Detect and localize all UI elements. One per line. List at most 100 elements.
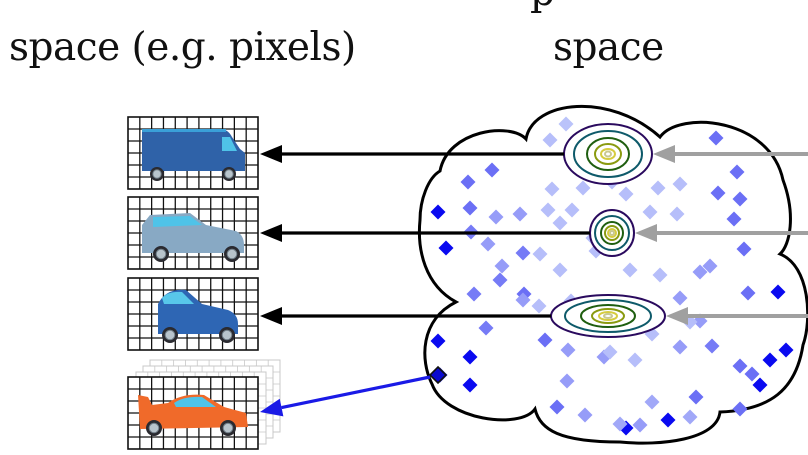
contour-ring <box>580 304 636 328</box>
latent-point <box>702 258 718 274</box>
contour-ring <box>607 228 617 238</box>
hubcap-icon <box>164 329 176 341</box>
image-sportscar <box>127 359 281 450</box>
latent-point <box>622 262 638 278</box>
latent-point <box>672 176 688 192</box>
latent-point <box>466 286 482 302</box>
latent-point <box>682 409 698 425</box>
arrowhead-icon <box>666 307 688 325</box>
latent-point <box>575 180 591 196</box>
latent-point <box>732 401 748 417</box>
image-hatchback <box>127 277 259 351</box>
contour-ring <box>600 148 616 160</box>
hubcap-icon <box>224 169 234 179</box>
contour-ring <box>563 123 653 185</box>
latent-point <box>515 292 531 308</box>
arrowhead-icon <box>260 145 282 163</box>
latent-space-caption: space <box>553 25 664 70</box>
latent-point <box>560 342 576 358</box>
latent-point <box>462 200 478 216</box>
latent-point <box>438 240 454 256</box>
latent-point <box>544 181 560 197</box>
hubcap-icon <box>155 248 167 260</box>
latent-point <box>540 202 556 218</box>
image-van <box>127 116 259 190</box>
contour-ring <box>594 215 630 251</box>
hubcap-icon <box>226 248 238 260</box>
latent-point <box>512 206 528 222</box>
image-grids <box>127 116 281 450</box>
latent-point <box>770 284 786 300</box>
hatchback-window <box>162 291 194 304</box>
contour-ring <box>573 130 643 178</box>
latent-point <box>644 394 660 410</box>
latent-point <box>531 298 547 314</box>
latent-point <box>515 245 531 261</box>
latent-point <box>652 267 668 283</box>
latent-point <box>577 407 593 423</box>
latent-point <box>542 132 558 148</box>
arrowhead-icon <box>653 145 675 163</box>
latent-point <box>740 285 756 301</box>
latent-point <box>558 116 574 132</box>
arrowhead-icon <box>260 224 282 242</box>
latent-point <box>494 258 510 274</box>
latent-point <box>692 264 708 280</box>
blue-arrow <box>260 375 431 417</box>
latent-point <box>632 417 648 433</box>
latent-point <box>688 389 704 405</box>
latent-point <box>660 412 676 428</box>
latent-point <box>552 215 568 231</box>
latent-point <box>729 164 745 180</box>
latent-point <box>650 180 666 196</box>
latent-point <box>744 366 760 382</box>
latent-point <box>778 342 794 358</box>
contour-ring <box>604 225 620 241</box>
gray-arrow-2 <box>635 224 808 242</box>
latent-point <box>752 377 768 393</box>
hubcap-icon <box>222 422 234 434</box>
latent-point <box>710 185 726 201</box>
gaussian-component-1 <box>563 123 653 185</box>
latent-point <box>708 130 724 146</box>
contour-ring <box>604 150 612 158</box>
latent-point <box>618 186 634 202</box>
latent-point <box>488 209 504 225</box>
input-space-caption: space (e.g. pixels) <box>9 25 356 70</box>
contour-ring <box>550 294 666 338</box>
sportscar-icon <box>138 394 248 429</box>
cut-caption-glyph: p <box>530 0 555 12</box>
gaussian-component-3 <box>550 294 666 338</box>
contour-ring <box>564 299 652 333</box>
hubcap-icon <box>148 422 160 434</box>
latent-point <box>549 399 565 415</box>
latent-point <box>480 236 496 252</box>
contour-ring <box>603 313 613 319</box>
black-arrow-1 <box>260 145 564 163</box>
image-suv <box>127 196 259 270</box>
gray-arrow-3 <box>666 307 808 325</box>
latent-point <box>532 246 548 262</box>
contour-ring <box>594 143 622 165</box>
latent-point <box>478 320 494 336</box>
sportscar-window <box>174 396 216 407</box>
latent-point <box>430 204 446 220</box>
latent-space-cloud <box>417 105 808 445</box>
arrow-shaft <box>281 375 431 410</box>
sampled-point <box>428 365 448 385</box>
black-arrow-3 <box>260 307 551 325</box>
arrowhead-icon <box>260 307 282 325</box>
latent-point <box>537 332 553 348</box>
contour-ring <box>609 230 615 236</box>
mapping-arrows <box>260 145 808 417</box>
van-roof <box>142 129 226 132</box>
latent-point <box>552 262 568 278</box>
latent-point <box>627 352 643 368</box>
contour-ring <box>586 137 630 171</box>
gaussian-contours <box>550 123 666 338</box>
latent-point <box>642 204 658 220</box>
contour-ring <box>591 308 625 324</box>
latent-point <box>672 290 688 306</box>
latent-point <box>672 339 688 355</box>
